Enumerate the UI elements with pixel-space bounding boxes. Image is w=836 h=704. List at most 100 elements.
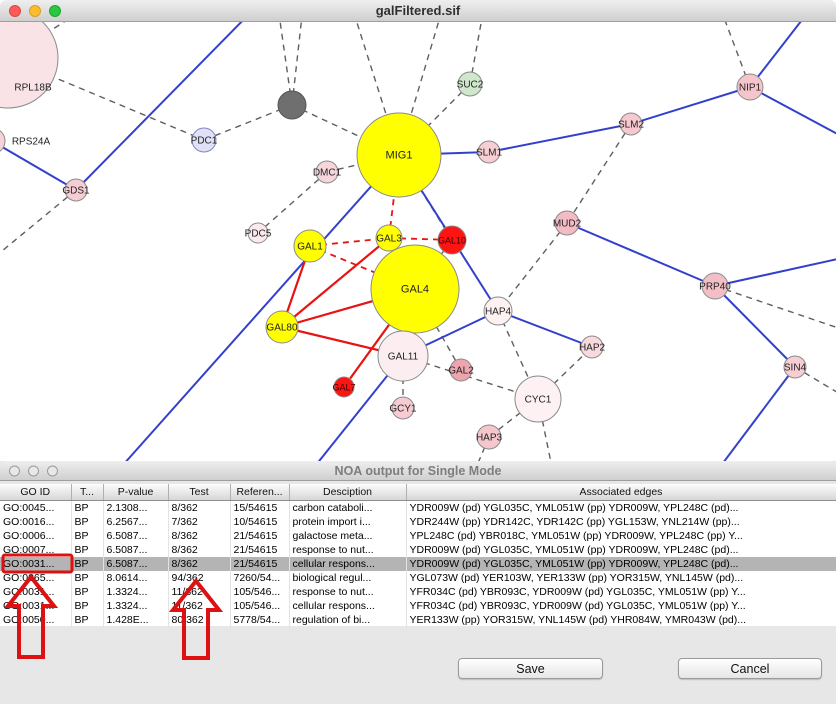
- table-cell[interactable]: BP: [71, 556, 104, 571]
- table-cell[interactable]: BP: [71, 570, 104, 585]
- node-hap2[interactable]: HAP2: [579, 335, 606, 359]
- table-cell[interactable]: GO:0031...: [0, 598, 72, 613]
- table-cell[interactable]: GO:0045...: [0, 500, 72, 515]
- table-cell[interactable]: 105/546...: [230, 598, 290, 613]
- node-pdc5[interactable]: PDC5: [245, 222, 272, 244]
- table-cell[interactable]: BP: [71, 528, 104, 543]
- node-gal11[interactable]: GAL11: [377, 330, 429, 382]
- table-cell[interactable]: YGL073W (pd) YER103W, YER133W (pp) YOR31…: [406, 570, 836, 585]
- node-hap3[interactable]: HAP3: [476, 424, 503, 450]
- node-gal2[interactable]: GAL2: [448, 358, 474, 382]
- network-window-titlebar[interactable]: galFiltered.sif: [0, 0, 836, 22]
- table-cell[interactable]: BP: [71, 584, 104, 599]
- node-hap4[interactable]: HAP4: [483, 296, 513, 326]
- table-cell[interactable]: YDR244W (pp) YDR142C, YDR142C (pp) YGL15…: [406, 514, 836, 529]
- node-mig1[interactable]: MIG1: [356, 112, 442, 198]
- table-cell[interactable]: 6.5087...: [103, 542, 169, 557]
- table-cell[interactable]: 8/362: [168, 556, 231, 571]
- table-cell[interactable]: YDR009W (pd) YGL035C, YML051W (pp) YDR00…: [406, 556, 836, 571]
- table-cell[interactable]: GO:0050...: [0, 612, 72, 627]
- zoom-button[interactable]: [47, 465, 58, 476]
- node-dmc1[interactable]: DMC1: [313, 160, 342, 184]
- node-nip1[interactable]: NIP1: [736, 73, 764, 101]
- column-header-p-value[interactable]: P-value: [103, 484, 169, 501]
- table-cell[interactable]: 1.3324...: [103, 584, 169, 599]
- node-gal80[interactable]: GAL80: [265, 310, 299, 344]
- table-cell[interactable]: 11/362: [168, 598, 231, 613]
- node-suc2[interactable]: SUC2: [457, 71, 484, 97]
- table-cell[interactable]: protein import i...: [289, 514, 407, 529]
- table-cell[interactable]: BP: [71, 612, 104, 627]
- node-gcy1[interactable]: GCY1: [389, 396, 417, 420]
- table-cell[interactable]: 80/362: [168, 612, 231, 627]
- minimize-button[interactable]: [29, 4, 41, 17]
- node-gal1[interactable]: GAL1: [293, 229, 327, 263]
- column-header-test[interactable]: Test: [168, 484, 231, 501]
- table-cell[interactable]: 11/362: [168, 584, 231, 599]
- table-cell[interactable]: galactose meta...: [289, 528, 407, 543]
- node-sin4[interactable]: SIN4: [783, 355, 807, 379]
- table-cell[interactable]: biological regul...: [289, 570, 407, 585]
- table-cell[interactable]: 15/54615: [230, 500, 290, 515]
- table-cell[interactable]: 21/54615: [230, 528, 290, 543]
- table-cell[interactable]: YDR009W (pd) YGL035C, YML051W (pp) YDR00…: [406, 500, 836, 515]
- table-cell[interactable]: 2.1308...: [103, 500, 169, 515]
- column-header-go-id[interactable]: GO ID: [0, 484, 72, 501]
- table-cell[interactable]: BP: [71, 542, 104, 557]
- table-cell[interactable]: 7260/54...: [230, 570, 290, 585]
- node-slm1[interactable]: SLM1: [476, 140, 503, 164]
- node-mud2[interactable]: MUD2: [553, 210, 582, 236]
- node-gal10[interactable]: GAL10: [437, 225, 467, 255]
- table-cell[interactable]: YDR009W (pd) YGL035C, YML051W (pp) YDR00…: [406, 542, 836, 557]
- close-button[interactable]: [9, 4, 21, 17]
- table-cell[interactable]: 21/54615: [230, 542, 290, 557]
- column-header-t[interactable]: T...: [71, 484, 104, 501]
- table-cell[interactable]: GO:0006...: [0, 528, 72, 543]
- table-cell[interactable]: GO:0016...: [0, 514, 72, 529]
- node-gal4[interactable]: GAL4: [370, 244, 460, 334]
- table-cell[interactable]: GO:0007...: [0, 542, 72, 557]
- table-cell[interactable]: 8.0614...: [103, 570, 169, 585]
- zoom-button[interactable]: [49, 4, 61, 17]
- node-gray1[interactable]: [277, 90, 307, 120]
- table-cell[interactable]: 7/362: [168, 514, 231, 529]
- node-pdc1[interactable]: PDC1: [191, 127, 218, 153]
- save-button[interactable]: Save: [458, 658, 603, 679]
- table-cell[interactable]: BP: [71, 500, 104, 515]
- table-cell[interactable]: 5778/54...: [230, 612, 290, 627]
- table-cell[interactable]: 6.5087...: [103, 528, 169, 543]
- table-cell[interactable]: 8/362: [168, 500, 231, 515]
- node-prp40[interactable]: PRP40: [699, 272, 731, 300]
- column-header-referen[interactable]: Referen...: [230, 484, 290, 501]
- minimize-button[interactable]: [28, 465, 39, 476]
- table-cell[interactable]: cellular respons...: [289, 598, 407, 613]
- table-cell[interactable]: 6.2567...: [103, 514, 169, 529]
- node-rps24a[interactable]: RPS24A: [0, 128, 51, 154]
- table-cell[interactable]: cellular respons...: [289, 556, 407, 571]
- table-cell[interactable]: 21/54615: [230, 556, 290, 571]
- table-cell[interactable]: 8/362: [168, 542, 231, 557]
- table-cell[interactable]: 8/362: [168, 528, 231, 543]
- table-cell[interactable]: 105/546...: [230, 584, 290, 599]
- table-cell[interactable]: GO:0031...: [0, 556, 72, 571]
- table-cell[interactable]: 1.3324...: [103, 598, 169, 613]
- table-cell[interactable]: YPL248C (pd) YBR018C, YML051W (pp) YDR00…: [406, 528, 836, 543]
- table-cell[interactable]: YFR034C (pd) YBR093C, YDR009W (pd) YGL03…: [406, 598, 836, 613]
- node-gal3[interactable]: GAL3: [375, 224, 403, 252]
- table-cell[interactable]: 1.428E...: [103, 612, 169, 627]
- table-cell[interactable]: YFR034C (pd) YBR093C, YDR009W (pd) YGL03…: [406, 584, 836, 599]
- table-cell[interactable]: 94/362: [168, 570, 231, 585]
- node-cyc1[interactable]: CYC1: [514, 375, 562, 423]
- noa-window-titlebar[interactable]: NOA output for Single Mode: [0, 461, 836, 481]
- node-gds1[interactable]: GDS1: [62, 178, 90, 202]
- table-cell[interactable]: 6.5087...: [103, 556, 169, 571]
- node-rpl18b[interactable]: RPL18B: [0, 22, 59, 109]
- column-header-desciption[interactable]: Desciption: [289, 484, 407, 501]
